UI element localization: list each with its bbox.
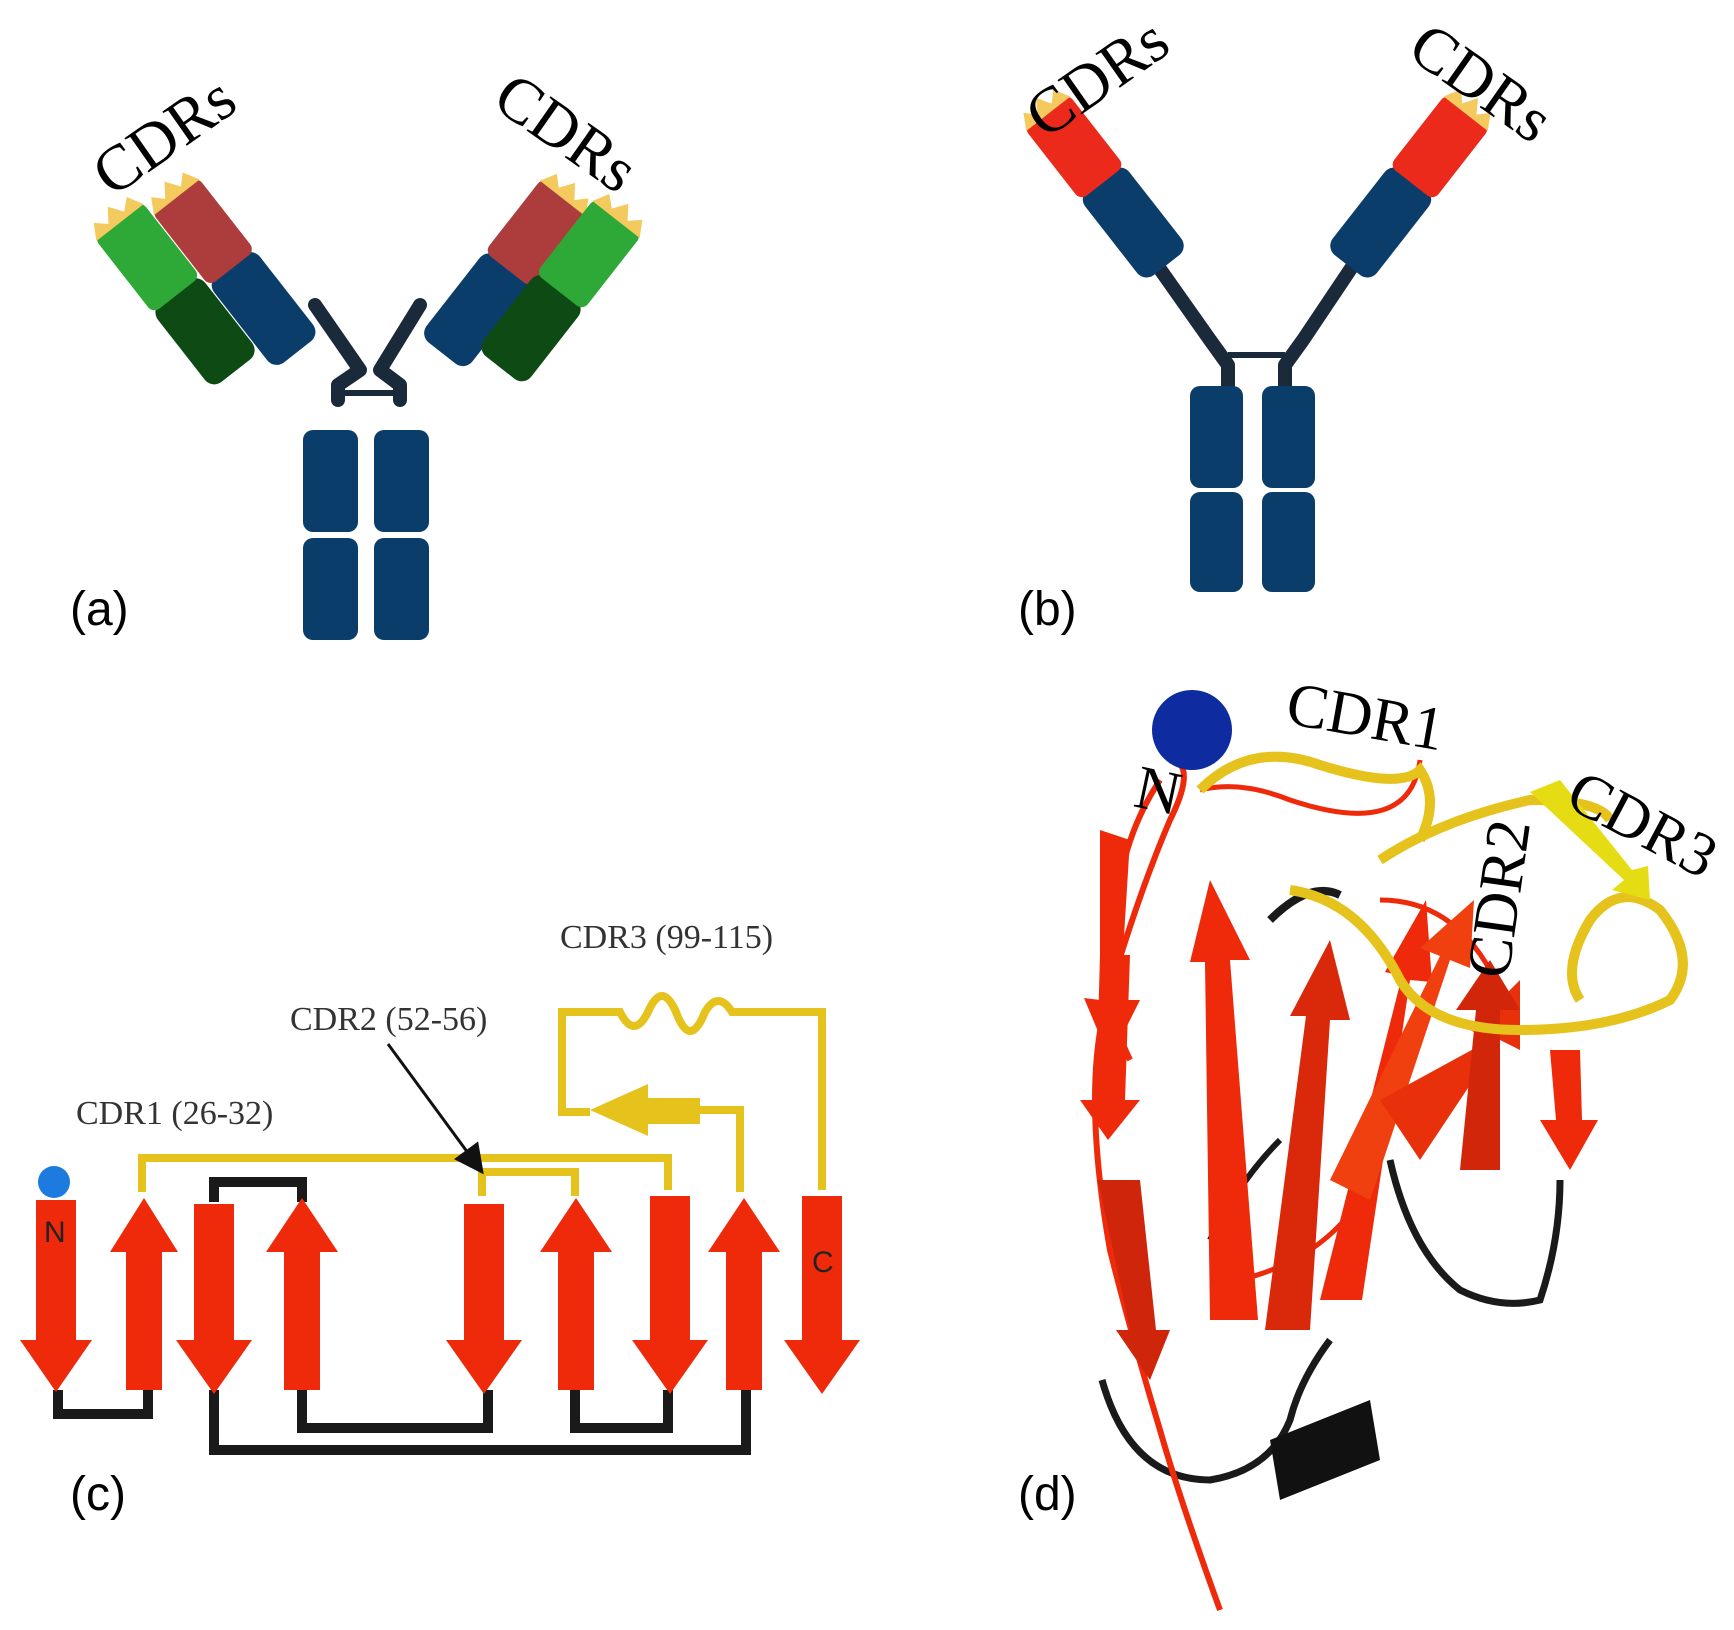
- cdr-label: CDRs: [79, 62, 248, 210]
- panel-letter: (a): [70, 583, 129, 636]
- cdr2-loop: [1377, 794, 1615, 865]
- cdr2-loop: [478, 1168, 579, 1196]
- light-constant-domain: [155, 278, 255, 385]
- beta-strand: [1098, 1180, 1170, 1380]
- cdr3-loop: [1289, 885, 1688, 1036]
- cdr-tip: [592, 193, 643, 238]
- beta-strand: [1265, 940, 1350, 1330]
- heavy-variable-domain: [487, 180, 585, 285]
- fc-domain: [1190, 386, 1243, 488]
- fc-domain: [303, 430, 358, 532]
- c-terminus-label: C: [812, 1246, 834, 1279]
- vhh-variable-domain: [1026, 96, 1122, 198]
- cdr3-strand-arrow: [1530, 780, 1650, 900]
- cdr2-label: CDR2: [1455, 816, 1544, 982]
- beta-strand: [1540, 1050, 1598, 1170]
- cdr-tip: [539, 173, 589, 217]
- strand-arrow-up: [266, 1198, 338, 1390]
- heavy-variable-domain: [154, 179, 252, 283]
- strand-arrow-down: [632, 1196, 708, 1394]
- cdr-tip: [1023, 89, 1071, 132]
- panel-b: CDRs CDRs (b): [1012, 4, 1566, 636]
- fc-domain: [374, 430, 429, 532]
- n-terminus-label: N: [1129, 753, 1187, 829]
- cdr1-loop: [138, 1154, 672, 1192]
- vhh-constant-domain: [1330, 167, 1432, 278]
- panel-d: N CDR1 CDR2 CDR3 (d): [1018, 670, 1728, 1612]
- panel-a: CDRs CDRs (a): [70, 58, 651, 640]
- panel-c: N C CDR1 (26-32) CDR2 (52-56) CDR3 (99-1…: [20, 919, 860, 1521]
- cdr1-label: CDR1 (26-32): [76, 1095, 273, 1132]
- vhh-variable-domain: [1392, 96, 1488, 198]
- strand-arrow-down: [784, 1196, 860, 1394]
- black-strand: [1270, 1400, 1380, 1500]
- strand-arrow-down: [176, 1204, 252, 1394]
- vhh-constant-domain: [1082, 167, 1184, 278]
- strand-arrow-down: [446, 1204, 522, 1394]
- fc-domain: [374, 538, 429, 640]
- light-variable-domain: [97, 204, 198, 311]
- cdr3-loop: [558, 992, 826, 1190]
- panel-letter: (d): [1018, 1468, 1077, 1521]
- n-terminus-label: N: [44, 1216, 66, 1249]
- beta-strand: [1330, 900, 1474, 1200]
- cdr-tip: [151, 172, 200, 216]
- n-terminus-ball: [1152, 690, 1232, 770]
- cdr-tip: [93, 197, 144, 242]
- heavy-constant-domain: [424, 253, 528, 367]
- beta-strand: [1084, 830, 1140, 1060]
- cdr3-label: CDR3 (99-115): [560, 919, 773, 956]
- strand-arrow-up: [540, 1198, 612, 1390]
- cdr-tip: [1443, 89, 1491, 132]
- cdr3-strand-arrow: [590, 1084, 700, 1136]
- panel-letter: (c): [70, 1468, 126, 1521]
- fc-domain: [1262, 492, 1315, 592]
- strand-arrow-up: [708, 1198, 780, 1390]
- strand-arrow-down: [20, 1200, 92, 1392]
- beta-strand: [1190, 880, 1258, 1320]
- fc-domain: [1262, 386, 1315, 488]
- cdr1-loop: [1196, 751, 1435, 843]
- heavy-constant-domain: [211, 252, 316, 365]
- fc-domain: [303, 538, 358, 640]
- cdr2-label: CDR2 (52-56): [290, 1001, 487, 1038]
- panel-letter: (b): [1018, 583, 1077, 636]
- beta-strand: [1456, 960, 1520, 1170]
- light-constant-domain: [481, 275, 581, 382]
- cdr-label: CDRs: [1012, 4, 1181, 152]
- light-variable-domain: [538, 201, 639, 308]
- cdr1-label: CDR1: [1282, 670, 1450, 764]
- fc-domain: [1190, 492, 1243, 592]
- cdr-label: CDRs: [482, 58, 651, 206]
- n-terminus-dot: [38, 1166, 70, 1198]
- strand-arrow-up: [110, 1198, 178, 1390]
- cdr2-pointer: [386, 1043, 484, 1175]
